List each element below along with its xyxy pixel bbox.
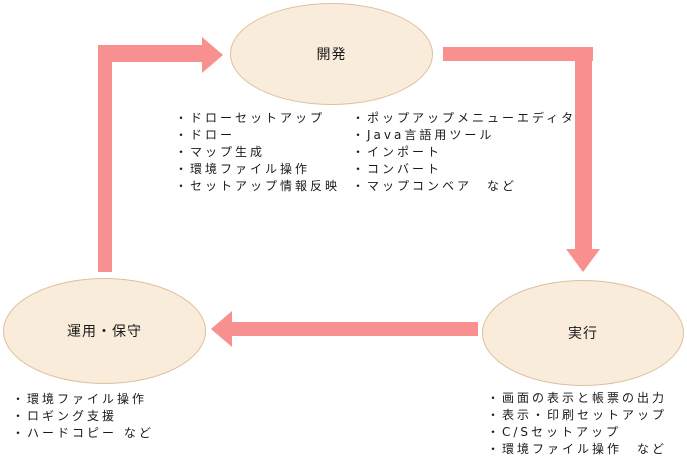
operation-tools-list: ・環境ファイル操作・ロギング支援・ハードコピー など bbox=[12, 391, 154, 442]
arrow-head-down bbox=[566, 249, 600, 272]
node-execution-label: 実行 bbox=[568, 326, 598, 342]
list-item: ・セットアップ情報反映 bbox=[175, 179, 341, 193]
list-item: ・表示・印刷セットアップ bbox=[487, 408, 668, 422]
list-item: ・コンバート bbox=[352, 162, 443, 176]
list-item: ・環境ファイル操作 bbox=[175, 162, 311, 176]
list-item: ・ポップアップメニューエディタ bbox=[352, 111, 577, 125]
execution-tools-list: ・画面の表示と帳票の出力・表示・印刷セットアップ・C/Sセットアップ・環境ファイ… bbox=[487, 390, 667, 458]
arrow-segment-vertical bbox=[575, 47, 592, 249]
arrow-segment-horizontal bbox=[98, 45, 202, 62]
list-item: ・マップ生成 bbox=[175, 145, 266, 159]
arrow-segment-horizontal bbox=[443, 47, 593, 61]
list-item: ・ロギング支援 bbox=[12, 409, 118, 423]
node-operation: 運用・保守 bbox=[3, 278, 206, 384]
list-item: ・ドローセットアップ bbox=[175, 111, 326, 125]
list-item: ・Java言語用ツール bbox=[352, 128, 495, 142]
list-item: ・C/Sセットアップ bbox=[487, 425, 622, 439]
node-development: 開発 bbox=[230, 3, 433, 105]
arrow-segment-horizontal bbox=[232, 322, 478, 336]
list-item: ・ハードコピー など bbox=[12, 426, 154, 440]
node-development-label: 開発 bbox=[316, 47, 347, 63]
list-item: ・ドロー bbox=[175, 128, 236, 142]
node-operation-label: 運用・保守 bbox=[67, 324, 142, 340]
arrow-head-right bbox=[202, 37, 223, 73]
list-item: ・インポート bbox=[352, 145, 443, 159]
development-tools-list-left: ・ドローセットアップ・ドロー・マップ生成・環境ファイル操作・セットアップ情報反映 bbox=[175, 110, 340, 195]
list-item: ・画面の表示と帳票の出力 bbox=[487, 391, 668, 405]
list-item: ・マップコンベア など bbox=[352, 179, 518, 193]
arrow-head-left bbox=[211, 311, 232, 347]
list-item: ・環境ファイル操作 bbox=[12, 392, 148, 406]
node-execution: 実行 bbox=[482, 280, 684, 386]
list-item: ・環境ファイル操作 など bbox=[487, 442, 668, 456]
development-tools-list-right: ・ポップアップメニューエディタ・Java言語用ツール・インポート・コンバート・マ… bbox=[352, 110, 576, 195]
arrow-segment-vertical bbox=[98, 45, 112, 272]
